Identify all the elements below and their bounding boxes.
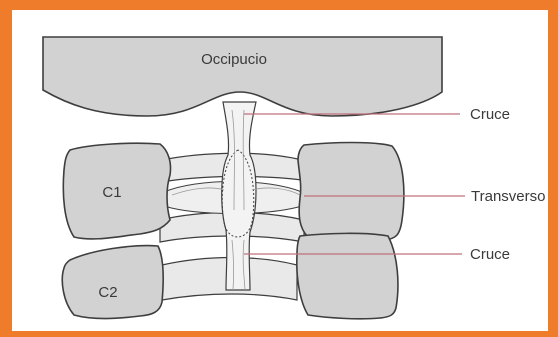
ligaments [160, 102, 304, 300]
c2-label: C2 [98, 284, 117, 301]
c1-right-mass [298, 143, 404, 242]
occiput-label: Occipucio [201, 51, 267, 68]
transverse-label: Transverso [471, 188, 545, 205]
c2-left-mass [62, 246, 163, 319]
c2-right-mass [297, 233, 398, 318]
c1-label: C1 [102, 184, 121, 201]
cruciform-ligament-diagram: Occipucio C1 C2 Cruce Transverso Cruce [12, 10, 558, 337]
cross-lower-label: Cruce [470, 246, 510, 263]
cross-upper-label: Cruce [470, 106, 510, 123]
